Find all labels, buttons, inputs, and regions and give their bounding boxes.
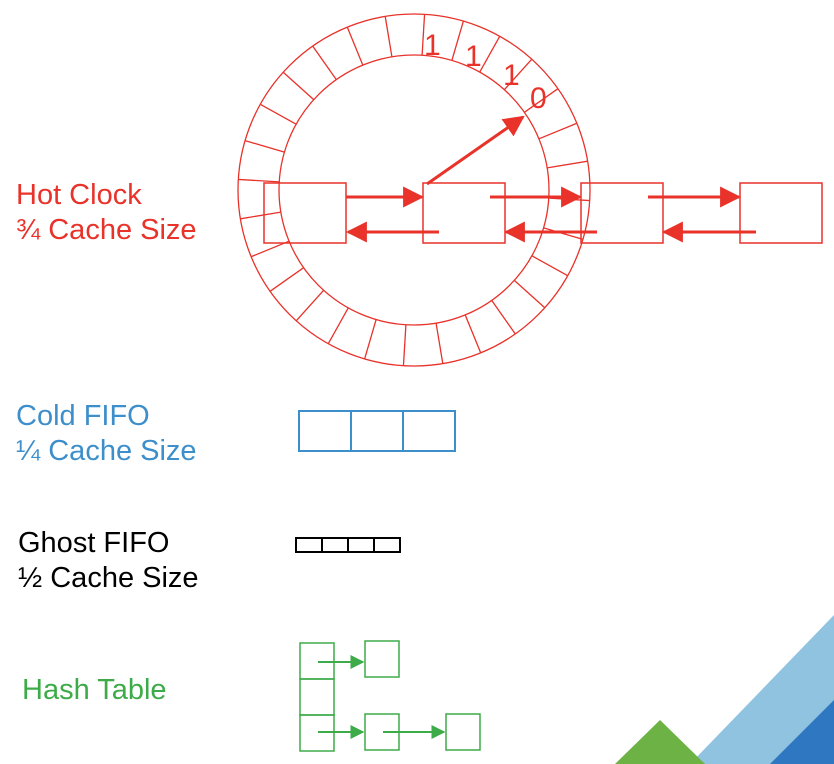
clock-bit-1: 1 bbox=[424, 29, 441, 62]
clock-slot-divider bbox=[421, 14, 426, 56]
hash-chain-arrows bbox=[318, 655, 446, 739]
clock-slot-divider bbox=[543, 227, 584, 241]
ghost-slot-3 bbox=[347, 537, 375, 553]
corner-blue-shape bbox=[770, 700, 834, 764]
clock-slot-divider bbox=[327, 307, 349, 345]
clock-bits: 1 1 1 0 bbox=[424, 29, 547, 115]
clock-slot-divider bbox=[269, 267, 304, 292]
clock-slot-divider bbox=[451, 20, 465, 61]
hot-linked-list bbox=[263, 182, 823, 244]
cold-fifo-queue bbox=[298, 410, 456, 452]
hash-bucket-2 bbox=[299, 678, 335, 716]
hash-table-label: Hash Table bbox=[22, 673, 167, 708]
ghost-slot-1 bbox=[295, 537, 323, 553]
cold-slot-3 bbox=[402, 410, 456, 452]
ghost-slot-2 bbox=[321, 537, 349, 553]
clock-slot-divider bbox=[238, 178, 280, 183]
clock-slot-divider bbox=[538, 122, 578, 140]
clock-slot-divider bbox=[435, 323, 444, 364]
clock-slot-divider bbox=[346, 26, 364, 66]
ghost-fifo-size: ½ Cache Size bbox=[18, 562, 199, 594]
hot-list-arrows bbox=[345, 186, 756, 243]
clock-slot-divider bbox=[513, 279, 546, 309]
clock-slot-divider bbox=[464, 314, 482, 354]
hot-node-1 bbox=[263, 182, 347, 244]
clock-slot-divider bbox=[491, 300, 516, 335]
corner-decoration bbox=[615, 615, 834, 764]
clock-bit-2: 1 bbox=[465, 40, 482, 73]
hot-clock-size: ¾ Cache Size bbox=[16, 214, 197, 246]
hot-node-4 bbox=[739, 182, 823, 244]
cold-fifo-size: ¼ Cache Size bbox=[16, 435, 197, 467]
hash-table-title: Hash Table bbox=[22, 674, 167, 706]
hot-clock-title: Hot Clock bbox=[16, 179, 142, 211]
clock-bit-4: 0 bbox=[530, 82, 547, 115]
ghost-fifo-label: Ghost FIFO ½ Cache Size bbox=[18, 526, 199, 596]
clock-slot-divider bbox=[402, 324, 407, 366]
clock-slot-divider bbox=[503, 58, 533, 91]
hash-table bbox=[299, 640, 481, 752]
clock-slot-divider bbox=[282, 71, 315, 101]
clock-slot-divider bbox=[547, 160, 588, 169]
cold-slot-2 bbox=[350, 410, 404, 452]
cold-fifo-title: Cold FIFO bbox=[16, 400, 150, 432]
clock-slot-divider bbox=[244, 139, 285, 153]
clock-slot-divider bbox=[312, 45, 337, 80]
hash-entry-3 bbox=[445, 713, 481, 751]
ghost-slot-4 bbox=[373, 537, 401, 553]
clock-slot-divider bbox=[524, 88, 559, 113]
clock-inner-circle bbox=[278, 54, 550, 326]
hot-clock-label: Hot Clock ¾ Cache Size bbox=[16, 178, 197, 248]
clock-outer-circle bbox=[237, 13, 591, 367]
ghost-fifo-queue bbox=[295, 537, 401, 553]
clock-slot-divider bbox=[479, 35, 501, 73]
clock-slot-divider bbox=[295, 289, 325, 322]
cold-slot-1 bbox=[298, 410, 352, 452]
corner-light-blue-shape bbox=[690, 615, 834, 764]
clock-slot-divider bbox=[259, 103, 297, 125]
corner-green-shape bbox=[615, 720, 705, 764]
clock-slot-divider bbox=[363, 319, 377, 360]
clock-hand-arrow bbox=[426, 115, 525, 186]
cold-fifo-label: Cold FIFO ¼ Cache Size bbox=[16, 399, 197, 469]
hot-node-3 bbox=[580, 182, 664, 244]
hot-node-2 bbox=[422, 182, 506, 244]
ghost-fifo-title: Ghost FIFO bbox=[18, 527, 170, 559]
clock-bit-3: 1 bbox=[503, 59, 520, 92]
clock-slot-divider bbox=[384, 16, 393, 57]
hot-clock-ring bbox=[237, 13, 591, 367]
clock-slot-divider bbox=[240, 211, 281, 220]
clock-slot-divider bbox=[250, 240, 290, 258]
clock-slot-divider bbox=[531, 255, 569, 277]
hash-entry-1 bbox=[364, 640, 400, 678]
